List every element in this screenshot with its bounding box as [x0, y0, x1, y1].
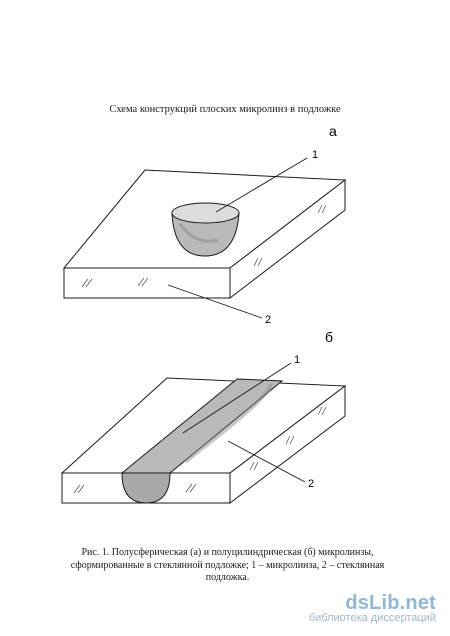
glass-hatches-b [73, 406, 327, 494]
caption-line-1: Рис. 1. Полусферическая (а) и полуцилинд… [81, 547, 374, 558]
panel-b: б 1 2 [60, 329, 347, 505]
leader-b-1 [182, 362, 292, 434]
label-b-lens: 1 [294, 354, 300, 366]
figure-title: Схема конструкций плоских микролинз в по… [109, 104, 341, 115]
leader-b-2 [227, 440, 306, 483]
watermark-brand: dsLib.net [345, 592, 436, 614]
watermark[interactable]: dsLib.net библиотека диссертаций [309, 592, 436, 624]
leader-a-1 [215, 157, 308, 213]
glass-hatches-a [81, 204, 327, 288]
hemisphere-lens [171, 212, 240, 257]
caption-line-2: сформированные в стеклянной подложке; 1 … [70, 559, 385, 571]
panel-a: а 1 2 [62, 123, 347, 326]
label-panel-a: а [329, 123, 337, 139]
hemicylinder-lens-end [121, 472, 171, 504]
label-a-substrate: 2 [265, 314, 271, 326]
hemisphere-lens-rim [171, 202, 240, 224]
label-a-lens: 1 [312, 149, 318, 161]
leader-a-2 [167, 284, 263, 319]
watermark-subtitle: библиотека диссертаций [308, 612, 436, 624]
label-b-substrate: 2 [308, 478, 314, 490]
caption-line-3: подложка. [205, 572, 250, 583]
figure-caption: Рис. 1. Полусферическая (а) и полуцилинд… [55, 547, 400, 585]
slab-a-side [229, 178, 346, 300]
label-panel-b: б [325, 329, 333, 345]
slab-b-side [229, 384, 346, 505]
